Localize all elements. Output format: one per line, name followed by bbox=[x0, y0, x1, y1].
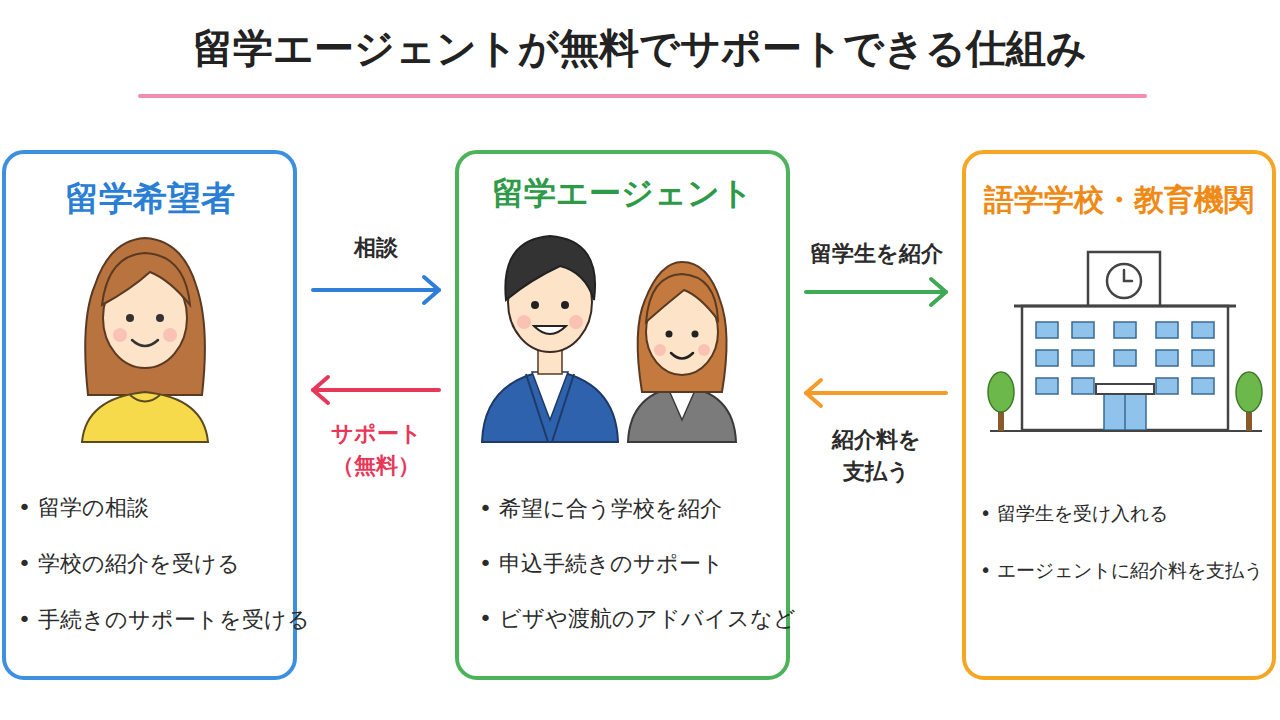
student-figure-part bbox=[102, 253, 190, 305]
agent-woman-figure-part bbox=[646, 274, 718, 322]
school-building-part-part bbox=[1104, 394, 1146, 430]
agent-man-figure-part bbox=[561, 301, 569, 309]
bullet-item: • ビザや渡航のアドバイスなど bbox=[479, 605, 796, 634]
tree-symbol bbox=[988, 372, 1262, 431]
school-building-part bbox=[1088, 252, 1160, 308]
arrow-label: 紹介料を 支払う bbox=[821, 424, 931, 488]
arrow-head bbox=[806, 380, 821, 406]
flow-arrow bbox=[806, 380, 946, 406]
agent-woman-figure-part bbox=[668, 388, 696, 420]
box-heading: 留学エージェント bbox=[459, 174, 786, 212]
flow-arrow bbox=[313, 277, 439, 303]
student-figure-part bbox=[163, 328, 177, 342]
school-building-part-part bbox=[1114, 322, 1136, 338]
arrow-head bbox=[931, 279, 946, 305]
process-box: 留学希望者• 留学の相談• 学校の紹介を受ける• 手続きのサポートを受ける bbox=[2, 150, 297, 680]
flow-arrow bbox=[313, 377, 439, 403]
arrow-head bbox=[313, 377, 328, 403]
school-building-part-part bbox=[1114, 350, 1136, 366]
flow-arrow bbox=[806, 279, 946, 305]
bullet-item: • 学校の紹介を受ける bbox=[18, 550, 240, 579]
agent-man-figure-part bbox=[532, 372, 568, 420]
student-figure-part bbox=[85, 238, 205, 395]
arrow-line bbox=[806, 290, 946, 294]
arrow-label: 留学生を紹介 bbox=[791, 238, 961, 270]
school-building-part bbox=[990, 430, 1262, 432]
agent-woman-figure bbox=[628, 262, 736, 442]
agent-woman-figure-part bbox=[692, 331, 699, 338]
arrow-label: 相談 bbox=[316, 232, 436, 264]
school-building-part-part bbox=[1072, 350, 1094, 366]
agent-woman-figure-part bbox=[654, 344, 666, 356]
school-building-part-part bbox=[1072, 322, 1094, 338]
agent-man-figure bbox=[482, 236, 618, 442]
school-building bbox=[990, 252, 1262, 431]
agent-man-figure-part bbox=[531, 301, 539, 309]
school-building-part-part bbox=[1192, 322, 1214, 338]
student-figure-part bbox=[156, 314, 164, 322]
arrow-line bbox=[313, 288, 439, 292]
school-building-part bbox=[1022, 306, 1228, 430]
student-figure bbox=[82, 238, 208, 442]
agent-man-figure-part bbox=[538, 348, 562, 374]
tree-symbol-part bbox=[1246, 402, 1252, 431]
agent-woman-figure-part bbox=[638, 262, 727, 392]
school-building-part bbox=[1124, 394, 1126, 430]
tree-symbol-part bbox=[988, 372, 1014, 412]
arrow-line bbox=[806, 391, 946, 395]
student-figure-part bbox=[130, 395, 160, 402]
agent-man-figure-part bbox=[569, 315, 583, 329]
process-box: 語学学校・教育機関 • 留学生を受け入れる • エージェントに紹介料を支払う bbox=[962, 150, 1276, 680]
agent-man-figure-part bbox=[508, 252, 592, 352]
title-underline bbox=[140, 94, 1145, 98]
bullet-item: • 手続きのサポートを受ける bbox=[18, 606, 310, 635]
agent-woman-figure-part bbox=[671, 353, 693, 359]
school-building-part-part bbox=[1156, 350, 1178, 366]
agent-man-figure-part bbox=[505, 236, 595, 300]
school-building-part bbox=[1107, 264, 1141, 298]
student-figure-part bbox=[103, 268, 187, 368]
tree-symbol-part bbox=[1236, 372, 1262, 412]
student-figure-part bbox=[82, 392, 208, 442]
school-building-part-part bbox=[1036, 378, 1058, 394]
process-box: 留学エージェント• 希望に合う学校を紹介• 申込手続きのサポート• ビザや渡航の… bbox=[455, 150, 790, 680]
arrow-label: サポート （無料） bbox=[317, 418, 435, 482]
school-building-part-part bbox=[1156, 322, 1178, 338]
agent-woman-figure-part bbox=[666, 331, 673, 338]
bullet-item: • エージェントに紹介料を支払う bbox=[980, 558, 1263, 583]
school-building-part-part bbox=[1192, 378, 1214, 394]
tree-symbol-part bbox=[998, 402, 1004, 431]
agent-woman-figure-part bbox=[628, 386, 736, 442]
school-building-part bbox=[1096, 384, 1154, 394]
student-figure-part bbox=[132, 340, 158, 346]
student-figure-part bbox=[126, 314, 134, 322]
school-building-part-part bbox=[1156, 378, 1178, 394]
agent-man-figure-part bbox=[517, 315, 531, 329]
school-building-part bbox=[1036, 322, 1214, 430]
agent-woman-figure-part bbox=[698, 344, 710, 356]
agent-man-figure-part bbox=[526, 374, 574, 442]
agent-woman-figure-part bbox=[646, 289, 718, 375]
school-building-part-part bbox=[1036, 350, 1058, 366]
bullet-item: • 留学の相談 bbox=[18, 494, 149, 523]
agent-man-figure-part bbox=[534, 326, 566, 334]
arrow-head bbox=[424, 277, 439, 303]
school-building-part bbox=[1124, 270, 1132, 281]
box-heading: 留学希望者 bbox=[6, 178, 293, 219]
arrow-line bbox=[313, 388, 439, 392]
agent-man-figure-part bbox=[482, 370, 618, 442]
box-heading: 語学学校・教育機関 bbox=[966, 182, 1272, 218]
bullet-item: • 希望に合う学校を紹介 bbox=[479, 495, 722, 524]
bullet-item: • 留学生を受け入れる bbox=[980, 501, 1168, 526]
bullet-item: • 申込手続きのサポート bbox=[479, 550, 724, 579]
school-building-part-part bbox=[1192, 350, 1214, 366]
school-building-part-part bbox=[1072, 378, 1094, 394]
school-building-part bbox=[1014, 305, 1236, 308]
diagram-title: 留学エージェントが無料でサポートできる仕組み bbox=[0, 24, 1280, 72]
school-building-part-part bbox=[1036, 322, 1058, 338]
student-figure-part bbox=[113, 328, 127, 342]
